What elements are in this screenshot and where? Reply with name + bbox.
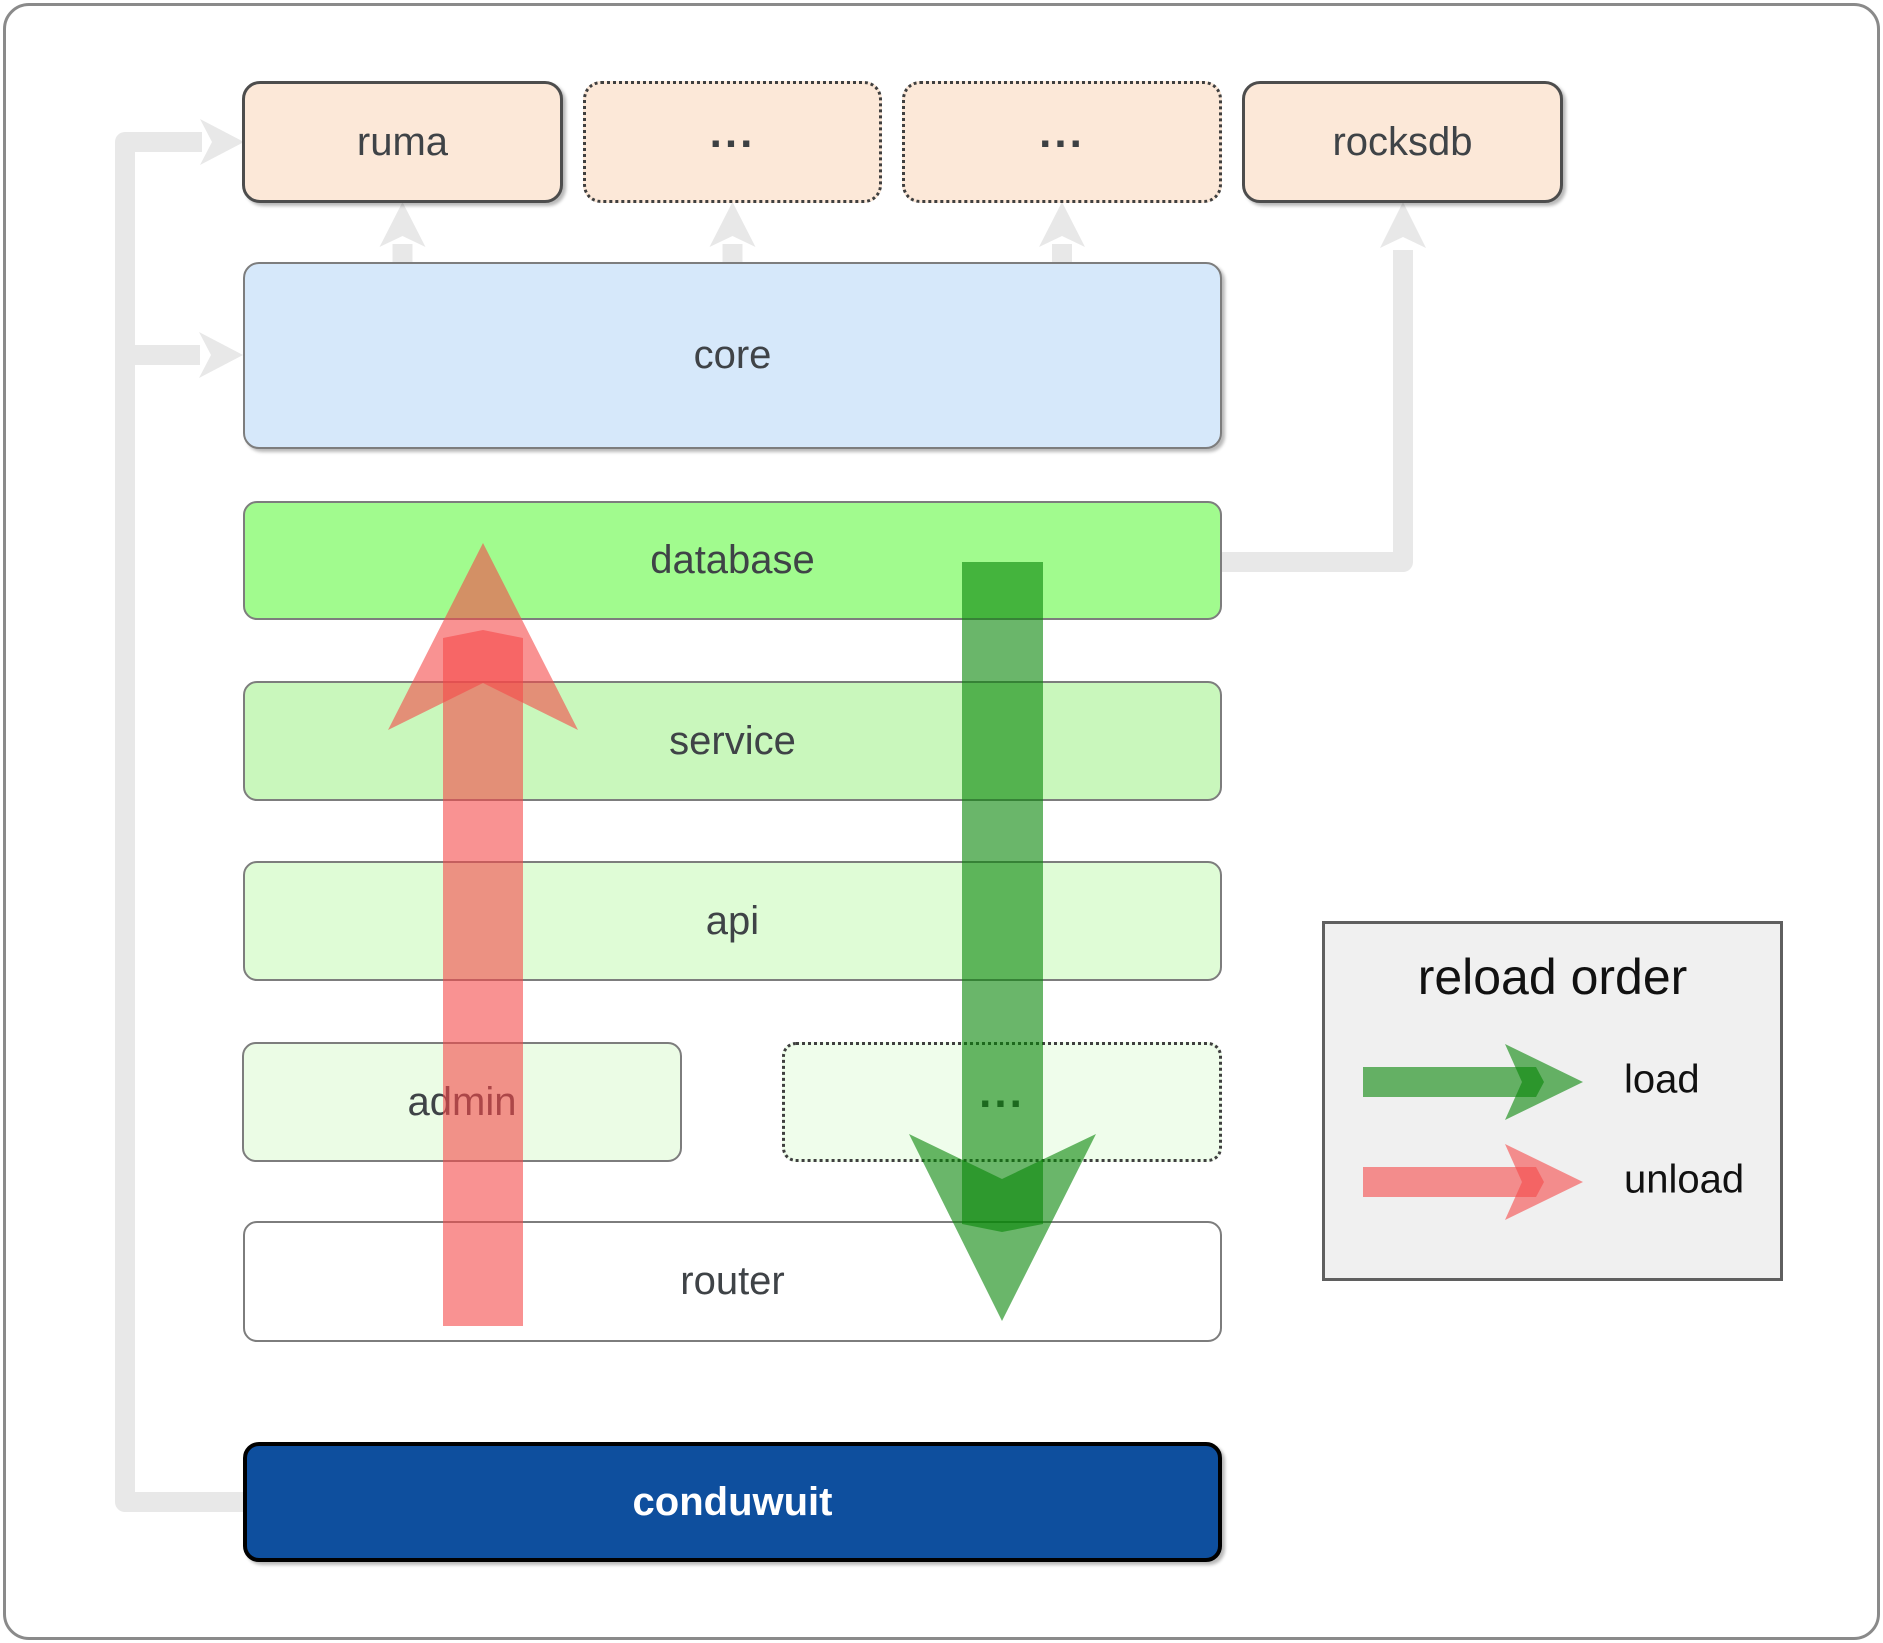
conduwuit-label: conduwuit: [632, 1479, 833, 1524]
diagram-border-frame: [3, 3, 1880, 1640]
arrowhead-up-3-icon: [1039, 202, 1085, 247]
database-layer: database: [243, 501, 1222, 620]
service-layer: service: [243, 681, 1222, 801]
service-label: service: [669, 718, 796, 763]
arrowhead-into-core-icon: [199, 332, 243, 378]
conduwuit-node: conduwuit: [243, 1442, 1222, 1562]
core-layer: core: [243, 262, 1222, 449]
legend-title: reload order: [1417, 949, 1688, 1005]
core-label: core: [693, 333, 772, 377]
conduwuit-to-ruma-connector: [115, 132, 243, 1512]
ellipsis-node-2: ...: [902, 81, 1222, 203]
legend-load-label: load: [1624, 1057, 1700, 1102]
api-label: api: [705, 898, 760, 943]
ellipsis-label-1: ...: [709, 108, 756, 157]
arrowhead-into-ruma-icon: [200, 119, 244, 165]
arrowhead-up-2-icon: [709, 202, 756, 247]
api-layer: api: [243, 861, 1222, 981]
admin-ellipsis-node: ...: [782, 1042, 1222, 1162]
database-label: database: [650, 538, 815, 582]
router-label: router: [680, 1259, 785, 1303]
legend-unload-label: unload: [1624, 1157, 1745, 1202]
ruma-node: ruma: [242, 81, 563, 203]
database-to-rocksdb-connector: [1222, 250, 1413, 572]
arrowhead-into-rocksdb-icon: [1380, 202, 1426, 248]
router-layer: router: [243, 1221, 1222, 1342]
admin-node: admin: [242, 1042, 682, 1162]
admin-ellipsis-label: ...: [979, 1068, 1025, 1117]
ellipsis-node-1: ...: [583, 81, 882, 203]
rocksdb-label: rocksdb: [1332, 119, 1473, 164]
arrowhead-up-1-icon: [379, 202, 426, 247]
ruma-label: ruma: [356, 119, 449, 164]
rocksdb-node: rocksdb: [1242, 81, 1563, 203]
admin-label: admin: [407, 1079, 517, 1124]
ellipsis-label-2: ...: [1039, 108, 1085, 157]
